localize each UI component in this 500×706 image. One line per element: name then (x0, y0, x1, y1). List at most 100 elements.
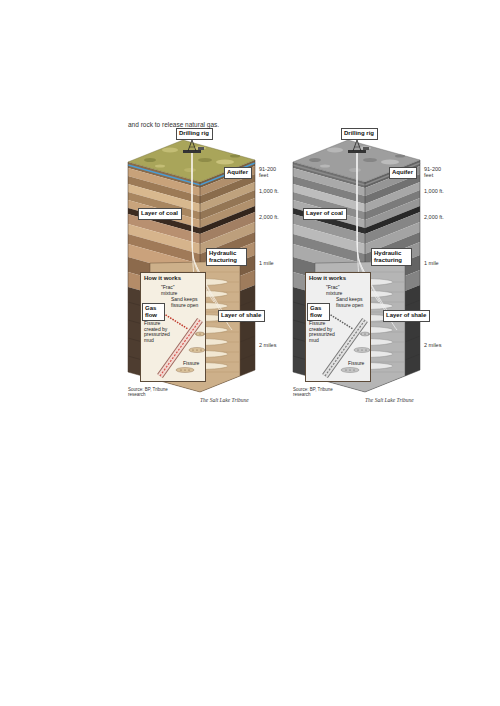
well-lateral (192, 150, 200, 290)
sand-grain (188, 369, 189, 370)
inset-fissure (196, 332, 205, 336)
panel-note: "Frac" mixture (326, 285, 348, 296)
label-text: Layer of shale (386, 312, 427, 319)
label-text: Hydraulic fracturing (374, 250, 408, 263)
ground-surface (293, 140, 420, 182)
panel-title: How it works (309, 275, 346, 282)
rig-derrick (190, 147, 195, 148)
inset-ground (140, 272, 206, 382)
inset-fissure (189, 348, 205, 353)
ground-texture (363, 158, 377, 162)
inset-fissure (176, 368, 194, 373)
ground-texture (194, 146, 206, 150)
sand-grain (195, 333, 196, 334)
ground-texture (359, 146, 371, 150)
block-edge (293, 162, 294, 372)
sand-grain (199, 333, 200, 334)
sand-grain (200, 349, 201, 350)
panel-note: Fissure created by pressurized mud (309, 321, 339, 343)
panel-note: Fissure (183, 361, 199, 367)
credit-text: The Salt Lake Tribune (200, 397, 249, 403)
label-text: Hydraulic fracturing (209, 250, 243, 263)
rig-derrick (188, 140, 196, 151)
grayscale-illustration (293, 140, 420, 392)
block-edge (365, 182, 366, 262)
label-box: Aquifer (389, 167, 417, 179)
sand-grain (353, 369, 354, 370)
label-text: Layer of coal (306, 210, 344, 217)
ground-surface (128, 140, 255, 182)
ground-texture (184, 168, 196, 172)
sand-grain (192, 349, 193, 350)
sand-grain (345, 369, 346, 370)
depth-label: 2 miles (259, 342, 276, 348)
label-text: Drilling rig (179, 130, 210, 137)
sand-grain (361, 349, 362, 350)
well-lateral (357, 150, 365, 290)
sand-grain (349, 369, 350, 370)
label-box: Layer of coal (303, 208, 347, 220)
ground-texture (155, 165, 165, 168)
inset-panel: How it works"Frac" mixtureSand keeps fis… (140, 272, 206, 382)
rig-truck (198, 147, 204, 150)
rig-platform (348, 150, 366, 153)
sand-grain (365, 349, 366, 350)
panel-note: "Frac" mixture (161, 285, 183, 296)
rig-derrick (355, 147, 360, 148)
label-text: Layer of shale (221, 312, 262, 319)
block-edge (255, 160, 256, 370)
ground-texture (349, 168, 361, 172)
panel-note: Fissure (348, 361, 364, 367)
source-note: Source: BP, Tribune research (128, 388, 174, 398)
label-box: Hydraulic fracturing (206, 248, 247, 266)
label-text: Drilling rig (344, 130, 375, 137)
block-edge (405, 370, 420, 376)
panel-note: Fissure created by pressurized mud (144, 321, 174, 343)
source-note: Source: BP, Tribune research (293, 388, 339, 398)
rig-derrick (353, 140, 361, 151)
label-box: Drilling rig (341, 128, 378, 140)
inset-panel: How it works "Frac" mixtureSand keeps fis… (305, 272, 371, 382)
block-edge (240, 370, 255, 376)
ground-texture (216, 160, 234, 165)
ground-texture (309, 158, 321, 162)
sand-grain (360, 333, 361, 334)
panel-note: Sand keeps fissure open (336, 297, 368, 308)
label-box: Drilling rig (176, 128, 213, 140)
ground-texture (144, 158, 156, 162)
sand-grain (364, 333, 365, 334)
sand-grain (184, 369, 185, 370)
credit-text: The Salt Lake Tribune (365, 397, 414, 403)
rig-platform (183, 150, 201, 153)
label-box: Aquifer (224, 167, 252, 179)
depth-label: 2 miles (424, 342, 441, 348)
block-edge (200, 182, 201, 262)
ground-texture (327, 148, 343, 153)
depth-label: 1 mile (424, 260, 439, 266)
depth-label: 91-200 feet (424, 166, 444, 178)
ground-texture (230, 155, 240, 158)
depth-label: 1 mile (259, 260, 274, 266)
sand-grain (203, 333, 204, 334)
caption-text: and rock to release natural gas. (128, 121, 219, 128)
depth-label: 2,000 ft. (424, 214, 444, 220)
ground-texture (320, 165, 330, 168)
inset-fissure (361, 332, 370, 336)
depth-label: 91-200 feet (259, 166, 279, 178)
label-box: Layer of coal (138, 208, 182, 220)
color-illustration (128, 140, 255, 392)
label-box: Gas flow (307, 303, 330, 321)
sand-grain (180, 369, 181, 370)
sand-grain (357, 349, 358, 350)
ground-texture (381, 160, 399, 165)
depth-label: 2,000 ft. (259, 214, 279, 220)
label-text: Layer of coal (141, 210, 179, 217)
sand-grain (196, 349, 197, 350)
label-text: Gas flow (145, 305, 161, 318)
label-box: Gas flow (142, 303, 165, 321)
ground-texture (162, 148, 178, 153)
rig-truck (363, 147, 369, 150)
label-box: Hydraulic fracturing (371, 248, 412, 266)
